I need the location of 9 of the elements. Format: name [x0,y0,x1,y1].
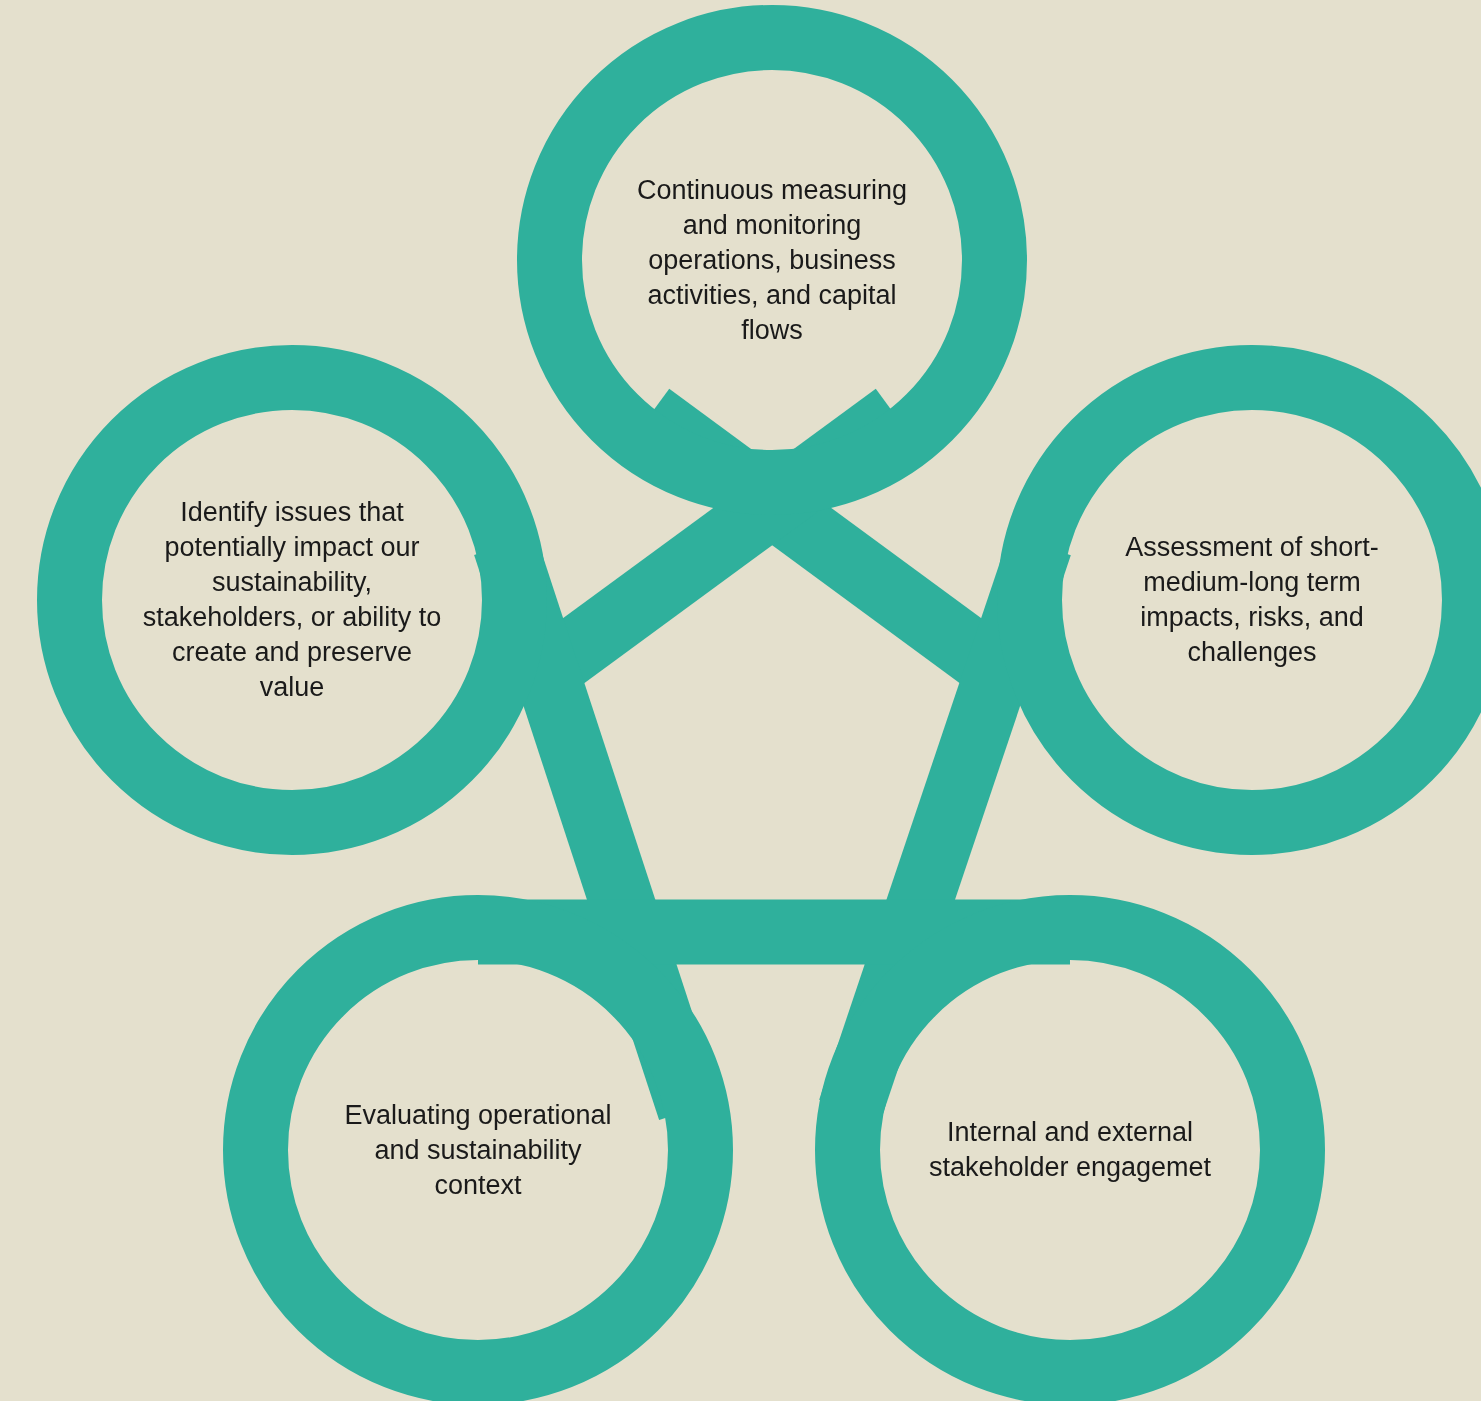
loop-text: Identify issues that potentially impact our sustainability, stakeholders, or ability to create and preserve value [142,496,442,704]
loop-text: Continuous measuring and monitoring operations, business activities, and capital flows [635,173,909,347]
loop-ring [997,345,1481,855]
loop-text: Assessment of short-medium-long term impacts, risks, and challenges [1124,531,1380,669]
loop-text: Internal and external stakeholder engagemet [927,1116,1213,1184]
loop-ring [223,895,733,1401]
loop-ring [815,895,1325,1401]
loop-ring [37,345,547,855]
loop-text: Evaluating operational and sustainability context [343,1098,613,1202]
